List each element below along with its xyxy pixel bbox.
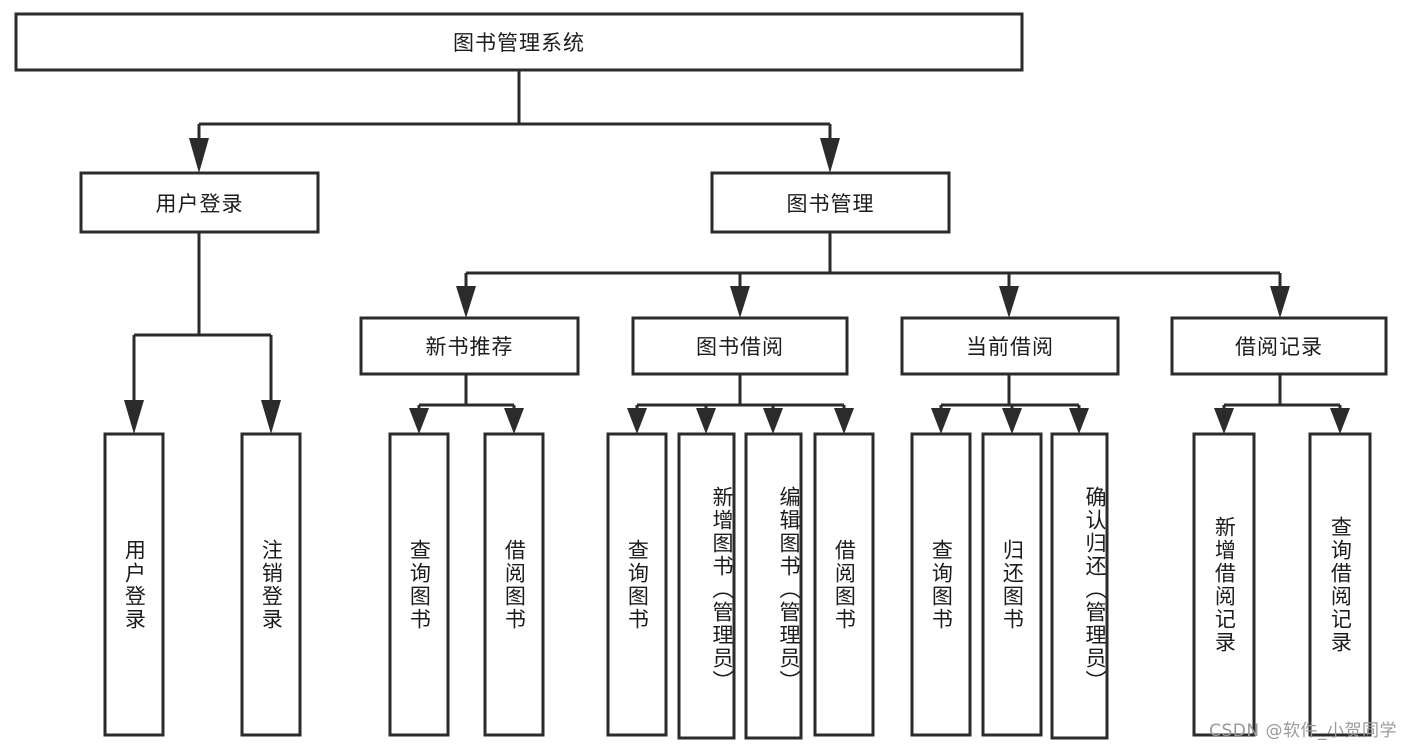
node-box-borrow-record[interactable] bbox=[1170, 316, 1388, 376]
leaf-box-return-book[interactable] bbox=[981, 432, 1043, 737]
leaf-box-query-book-borrow[interactable] bbox=[606, 432, 668, 737]
node-box-user-login[interactable] bbox=[79, 171, 320, 234]
arrowhead-leaf-user-login bbox=[124, 400, 144, 434]
arrowhead-current-leaf-3 bbox=[1069, 408, 1089, 434]
edges-layer bbox=[124, 70, 1350, 434]
arrowhead-leaf-logout bbox=[261, 400, 281, 434]
leaf-box-borrow-book-rec[interactable] bbox=[483, 432, 545, 737]
arrowhead-borrow-leaf-1 bbox=[627, 408, 647, 434]
arrowhead-current-borrow bbox=[999, 286, 1019, 318]
arrowhead-newbook-leaf-2 bbox=[504, 408, 524, 434]
nodes-layer bbox=[14, 12, 1388, 740]
leaf-box-query-book-rec[interactable] bbox=[388, 432, 450, 737]
leaf-box-confirm-return-admin[interactable] bbox=[1050, 432, 1109, 740]
leaf-box-edit-book-admin[interactable] bbox=[744, 432, 803, 740]
arrowhead-user-login bbox=[189, 138, 209, 173]
node-box-book-borrow[interactable] bbox=[631, 316, 849, 376]
leaf-box-logout[interactable] bbox=[240, 432, 302, 737]
arrowhead-record-leaf-2 bbox=[1330, 408, 1350, 434]
arrowhead-newbook-leaf-1 bbox=[409, 408, 429, 434]
leaf-box-add-book-admin[interactable] bbox=[677, 432, 736, 740]
arrowhead-borrow-leaf-2 bbox=[696, 408, 716, 434]
arrowhead-borrow-record bbox=[1270, 286, 1290, 318]
arrowhead-new-book-rec bbox=[456, 286, 476, 318]
arrowhead-borrow-leaf-3 bbox=[763, 408, 783, 434]
leaf-box-query-borrow-record[interactable] bbox=[1308, 432, 1372, 737]
arrowhead-book-borrow bbox=[730, 286, 750, 318]
leaf-box-add-borrow-record[interactable] bbox=[1192, 432, 1256, 737]
leaf-box-user-login[interactable] bbox=[103, 432, 165, 737]
arrowhead-borrow-leaf-4 bbox=[834, 408, 854, 434]
arrowhead-current-leaf-2 bbox=[1002, 408, 1022, 434]
node-box-new-book-recommend[interactable] bbox=[359, 316, 580, 376]
leaf-box-query-book-current[interactable] bbox=[910, 432, 972, 737]
node-box-current-borrow[interactable] bbox=[900, 316, 1120, 376]
node-box-book-management[interactable] bbox=[710, 171, 951, 234]
node-box-root[interactable] bbox=[14, 12, 1024, 72]
arrowhead-book-mgmt bbox=[820, 138, 840, 173]
leaf-box-borrow-book[interactable] bbox=[813, 432, 875, 737]
csdn-watermark: CSDN @软件_小贺同学 bbox=[1209, 721, 1397, 741]
arrowhead-record-leaf-1 bbox=[1214, 408, 1234, 434]
arrowhead-current-leaf-1 bbox=[931, 408, 951, 434]
